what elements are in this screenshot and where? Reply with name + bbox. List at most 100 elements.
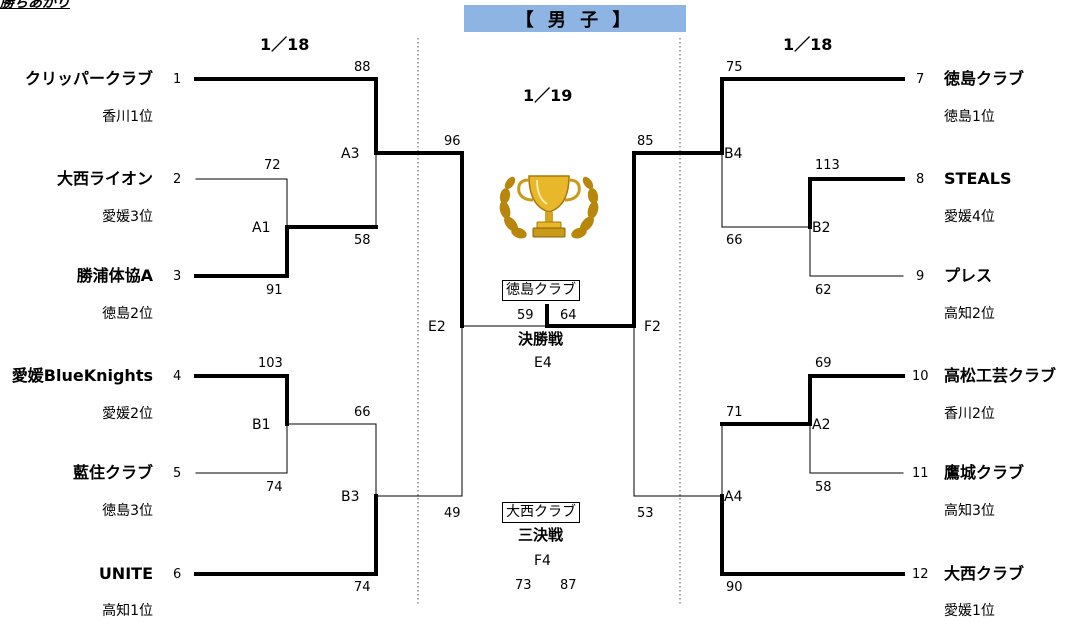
team-qualifier: 香川1位: [102, 109, 153, 125]
line-b2-out: [721, 152, 811, 228]
match-score: 72: [264, 158, 281, 173]
match-code: B4: [724, 146, 743, 162]
match-code: A1: [252, 220, 271, 236]
team-seed: 2: [173, 172, 182, 187]
page-title: 【 男 子 】: [464, 5, 686, 32]
match-score: 62: [815, 283, 832, 298]
team-qualifier: 徳島3位: [102, 503, 153, 519]
line-team5: [195, 423, 288, 474]
team-seed: 9: [916, 269, 925, 284]
line-b3-out: [375, 325, 463, 497]
line-team4: [194, 374, 289, 426]
team-qualifier: 高知3位: [944, 503, 995, 519]
line-team6: [194, 494, 378, 576]
line-team1: [194, 77, 378, 155]
team-name: 高松工芸クラブ: [944, 366, 1057, 385]
line-team10: [808, 374, 905, 426]
team-name: 鷹城クラブ: [944, 463, 1025, 482]
team-qualifier: 愛媛1位: [944, 603, 995, 619]
team-name: UNITE: [98, 564, 153, 583]
corner-label: 勝ちあがり: [0, 0, 70, 11]
team-name: 勝浦体協A: [76, 266, 153, 285]
match-code: A4: [724, 489, 743, 505]
match-score: 59: [517, 308, 534, 323]
team-name: プレス: [944, 266, 993, 285]
team-seed: 11: [912, 466, 929, 481]
match-score: 85: [637, 134, 654, 149]
team-name: 愛媛BlueKnights: [11, 366, 153, 385]
team-name: 大西クラブ: [944, 564, 1025, 583]
match-code: A3: [341, 146, 360, 162]
team-qualifier: 香川2位: [944, 406, 995, 422]
match-code: E2: [428, 319, 446, 335]
line-final-right: [545, 304, 636, 328]
team-seed: 7: [916, 72, 925, 87]
team-name: クリッパークラブ: [24, 69, 153, 88]
match-code: B2: [812, 220, 831, 236]
team-name: STEALS: [944, 169, 1012, 188]
match-score: 103: [258, 356, 283, 371]
match-code: E4: [534, 355, 552, 371]
team-seed: 4: [173, 369, 182, 384]
line-team11: [809, 423, 904, 474]
team-seed: 8: [916, 172, 925, 187]
team-seed: 5: [173, 466, 182, 481]
match-score: 66: [726, 233, 743, 248]
third-place-winner: 大西クラブ: [502, 502, 580, 523]
team-seed: 1: [173, 72, 182, 87]
date-center: 1／19: [523, 86, 573, 105]
line-b1-out: [286, 423, 377, 497]
match-score: 74: [266, 480, 283, 495]
match-score: 58: [354, 233, 371, 248]
final-label: 決勝戦: [518, 330, 564, 348]
match-code: F4: [534, 553, 551, 569]
match-code: B3: [341, 489, 360, 505]
line-b4-out: [632, 151, 724, 328]
team-qualifier: 徳島1位: [944, 109, 995, 125]
trophy-icon: [499, 175, 599, 239]
match-score: 53: [637, 506, 654, 521]
match-score: 49: [444, 506, 461, 521]
team-qualifier: 愛媛2位: [102, 406, 153, 422]
line-team2: [195, 178, 288, 228]
team-qualifier: 愛媛4位: [944, 209, 995, 225]
match-score: 91: [266, 283, 283, 298]
team-name: 徳島クラブ: [944, 69, 1025, 88]
match-score: 88: [354, 60, 371, 75]
line-team7: [720, 77, 905, 155]
match-score: 113: [815, 158, 840, 173]
team-seed: 3: [173, 269, 182, 284]
team-qualifier: 徳島2位: [102, 306, 153, 322]
match-score: 75: [726, 60, 743, 75]
team-name: 大西ライオン: [56, 169, 153, 188]
line-team8: [808, 177, 905, 229]
date-left: 1／18: [260, 35, 310, 54]
match-score: 73: [515, 578, 532, 593]
team-qualifier: 愛媛3位: [102, 209, 153, 225]
third-place-label: 三決戦: [518, 526, 564, 544]
match-score: 87: [560, 578, 577, 593]
date-right: 1／18: [783, 35, 833, 54]
team-name: 藍住クラブ: [72, 463, 153, 482]
match-score: 90: [726, 580, 743, 595]
match-score: 96: [444, 134, 461, 149]
match-score: 69: [815, 356, 832, 371]
line-a4-out: [633, 325, 723, 497]
line-team12: [720, 494, 905, 576]
match-code: B1: [252, 417, 271, 433]
final-winner: 徳島クラブ: [502, 280, 580, 301]
team-qualifier: 高知1位: [102, 603, 153, 619]
match-score: 66: [354, 405, 371, 420]
line-a3-out: [374, 151, 464, 328]
team-seed: 10: [912, 369, 929, 384]
team-qualifier: 高知2位: [944, 306, 995, 322]
team-seed: 6: [173, 567, 182, 582]
match-score: 74: [354, 580, 371, 595]
match-code: A2: [812, 417, 831, 433]
team-seed: 12: [912, 567, 929, 582]
match-score: 64: [560, 308, 577, 323]
line-team9: [809, 226, 904, 277]
match-score: 71: [726, 405, 743, 420]
